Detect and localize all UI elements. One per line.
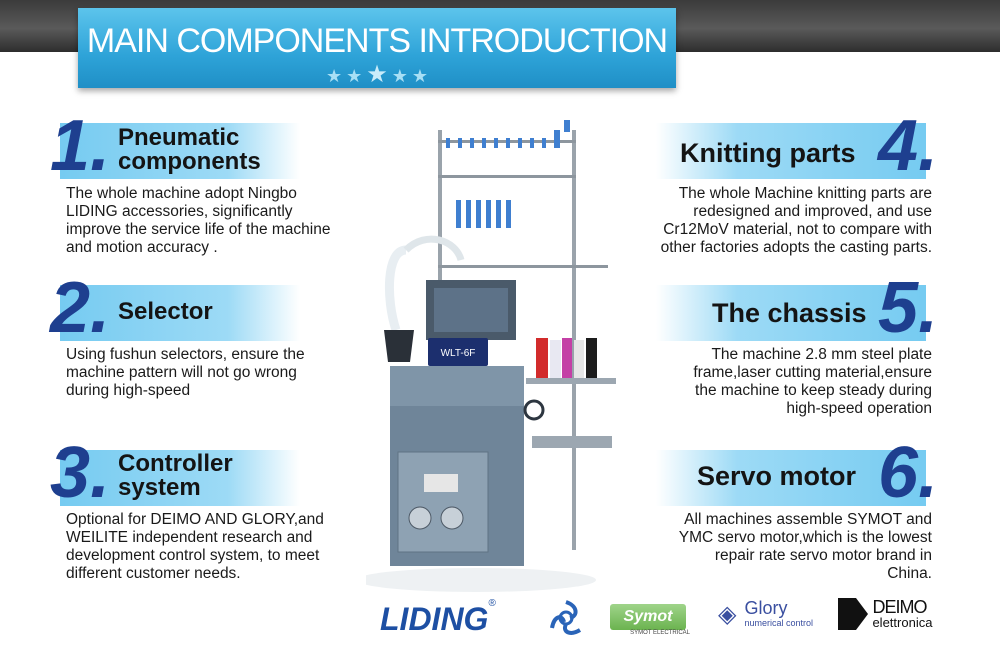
desc-line: The machine 2.8 mm steel plate [711,346,932,363]
desc-line: China. [887,565,932,582]
section-1-heading-line1: Pneumatic [118,124,240,151]
glory-logo: ◈ Glory numerical control [718,598,828,644]
air-hose [385,245,407,332]
desc-line: during high-speed [66,382,191,399]
star-icon: ★ [346,66,363,86]
desc-line: redesigned and improved, and use [693,203,932,220]
star-icon: ★ [325,66,343,86]
deimo-logo: DEIMO elettronica [838,598,948,644]
yarn-shelf [526,378,616,384]
floor-shadow [366,568,596,592]
nameplate [424,474,458,492]
section-2-heading: Selector [118,298,213,325]
panel-label: WLT-6F [441,348,476,359]
desc-line: All machines assemble SYMOT and [684,511,932,528]
section-3-heading-line1: Controller [118,450,233,477]
yarn-guide-arm [438,265,608,268]
machine-top-panel [390,366,524,406]
handwheel-icon [523,399,545,421]
section-3-number: 3. [50,433,111,513]
section-4-ribbon [656,123,926,179]
desc-line: improve the service life of the machine [66,221,331,238]
deimo-mark-icon [838,598,868,630]
registered-mark: ® [488,598,496,609]
page-title: MAIN COMPONENTS INTRODUCTION [86,22,668,60]
glory-sub-text: numerical control [744,618,813,628]
desc-line: machine pattern will not go wrong [66,364,297,381]
liding-logo: LIDING® [380,598,520,644]
deimo-logo-text: DEIMO [872,597,927,617]
swirl-logo-icon [548,598,584,644]
section-3-heading: Controller system [118,452,233,500]
section-4-heading: Knitting parts [680,138,856,168]
desc-line: the machine to keep steady during [695,382,932,399]
fan-icon [408,506,432,530]
air-hose [403,235,465,262]
symot-logo-text: Symot [610,604,686,630]
star-icon: ★ [366,61,388,88]
brand-logos: LIDING® Symot SYMOT ELECTRICAL ◈ Glory n… [380,598,960,648]
glory-diamond-icon: ◈ [718,601,737,628]
section-2-number: 2. [50,268,111,348]
section-5-description: The machine 2.8 mm steel plate frame,las… [600,346,932,418]
section-1-heading-line2: components [118,148,261,175]
yarn-guide-eyelets [446,120,570,228]
section-2-ribbon [60,285,300,341]
symot-sub-text: SYMOT ELECTRICAL [630,630,690,636]
desc-line: The whole Machine knitting parts are [678,185,932,202]
machine-pole [438,130,442,300]
section-1-description: The whole machine adopt Ningbo LIDING ac… [66,185,330,257]
desc-line: The whole machine adopt Ningbo [66,185,297,202]
section-6-description: All machines assemble SYMOT and YMC serv… [600,511,932,583]
waste-canister [384,330,414,362]
desc-line: Optional for DEIMO AND GLORY,and [66,511,324,528]
section-2-description: Using fushun selectors, ensure the machi… [66,346,305,400]
desc-line: WEILITE independent research and [66,529,313,546]
section-3-heading-line2: system [118,474,201,501]
section-6-heading: Servo motor [697,461,857,491]
section-5-heading: The chassis [712,298,867,328]
fan-icon [440,506,464,530]
desc-line: development control system, to meet [66,547,320,564]
section-3-description: Optional for DEIMO AND GLORY,and WEILITE… [66,511,324,583]
control-panel [428,338,488,366]
section-1-ribbon [60,123,300,179]
section-5-ribbon [656,285,926,341]
desc-line: Cr12MoV material, not to compare with [663,221,932,238]
yarn-cones [536,338,597,378]
swirl-icon [550,600,582,635]
desc-line: other factories adopts the casting parts… [660,239,932,256]
knitting-machine-illustration: WLT-6F [366,120,616,592]
section-5-number: 5. [878,268,939,348]
yarn-guide-arm [438,175,576,178]
glory-logo-text: Glory [744,598,788,618]
desc-line: YMC servo motor,which is the lowest [678,529,932,546]
star-decoration: ★★★★★ [78,60,676,89]
desc-line: and motion accuracy . [66,239,218,256]
title-banner: MAIN COMPONENTS INTRODUCTION ★★★★★ [78,8,676,88]
machine-door [397,451,489,553]
side-table [532,436,612,448]
section-4-description: The whole Machine knitting parts are red… [600,185,932,257]
desc-line: LIDING accessories, significantly [66,203,293,220]
liding-logo-text: LIDING [380,601,489,637]
desc-line: different customer needs. [66,565,241,582]
desc-line: frame,laser cutting material,ensure [693,364,932,381]
section-4-number: 4. [878,106,939,186]
symot-logo: Symot SYMOT ELECTRICAL [610,598,692,644]
section-6-number: 6. [878,433,939,513]
deimo-sub-text: elettronica [872,615,933,630]
desc-line: high-speed operation [786,400,932,417]
desc-line: repair rate servo motor brand in [714,547,932,564]
star-icon: ★ [411,66,429,86]
knitting-cylinder-body [434,288,508,332]
section-6-ribbon [656,450,926,506]
star-icon: ★ [391,66,408,86]
section-1-heading: Pneumatic components [118,126,261,174]
section-3-ribbon [60,450,300,506]
section-1-number: 1. [50,106,111,186]
desc-line: Using fushun selectors, ensure the [66,346,305,363]
